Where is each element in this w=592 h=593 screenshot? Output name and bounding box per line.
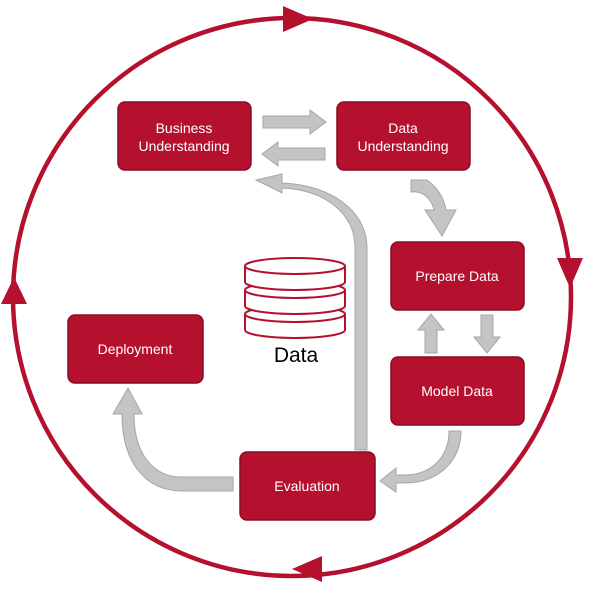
node-label-line1: Business xyxy=(156,120,213,136)
node-box xyxy=(117,101,252,171)
flow-arrows xyxy=(112,109,502,493)
node-prepare-data[interactable]: Prepare Data xyxy=(390,241,525,311)
node-box xyxy=(239,451,376,521)
center-data-label: Data xyxy=(274,344,319,367)
database-disk-top-cap xyxy=(244,257,346,275)
node-label: Evaluation xyxy=(274,478,339,494)
cycle-arrowhead-left xyxy=(1,277,27,304)
flow-arrow-data-to-business xyxy=(261,141,326,167)
node-box xyxy=(390,241,525,311)
node-label: Model Data xyxy=(421,383,493,399)
node-model-data[interactable]: Model Data xyxy=(390,356,525,426)
database-icon xyxy=(244,257,346,339)
node-box xyxy=(336,101,471,171)
cycle-arrowhead-right xyxy=(557,258,583,288)
node-data-understanding[interactable]: Data Understanding xyxy=(336,101,471,171)
flow-arrow-data-to-prepare xyxy=(410,179,457,237)
flow-arrow-business-to-data xyxy=(262,109,327,135)
node-evaluation[interactable]: Evaluation xyxy=(239,451,376,521)
cycle-arrowhead-top xyxy=(283,6,313,32)
outer-cycle xyxy=(1,6,583,582)
node-label-line2: Understanding xyxy=(138,138,229,154)
node-label-line2: Understanding xyxy=(357,138,448,154)
node-box xyxy=(67,314,204,384)
node-deployment[interactable]: Deployment xyxy=(67,314,204,384)
flow-arrow-evaluation-to-business xyxy=(254,173,368,451)
node-business-understanding[interactable]: Business Understanding xyxy=(117,101,252,171)
node-box xyxy=(390,356,525,426)
flow-arrow-model-to-prepare xyxy=(416,313,446,354)
flow-arrow-prepare-to-model xyxy=(472,314,502,354)
flow-arrow-model-to-evaluation xyxy=(379,430,462,493)
node-label-line1: Data xyxy=(388,120,418,136)
flow-arrow-evaluation-to-deployment xyxy=(112,386,234,492)
node-label: Prepare Data xyxy=(415,268,498,284)
cycle-arrowhead-bottom xyxy=(292,556,322,582)
node-label: Deployment xyxy=(98,341,173,357)
